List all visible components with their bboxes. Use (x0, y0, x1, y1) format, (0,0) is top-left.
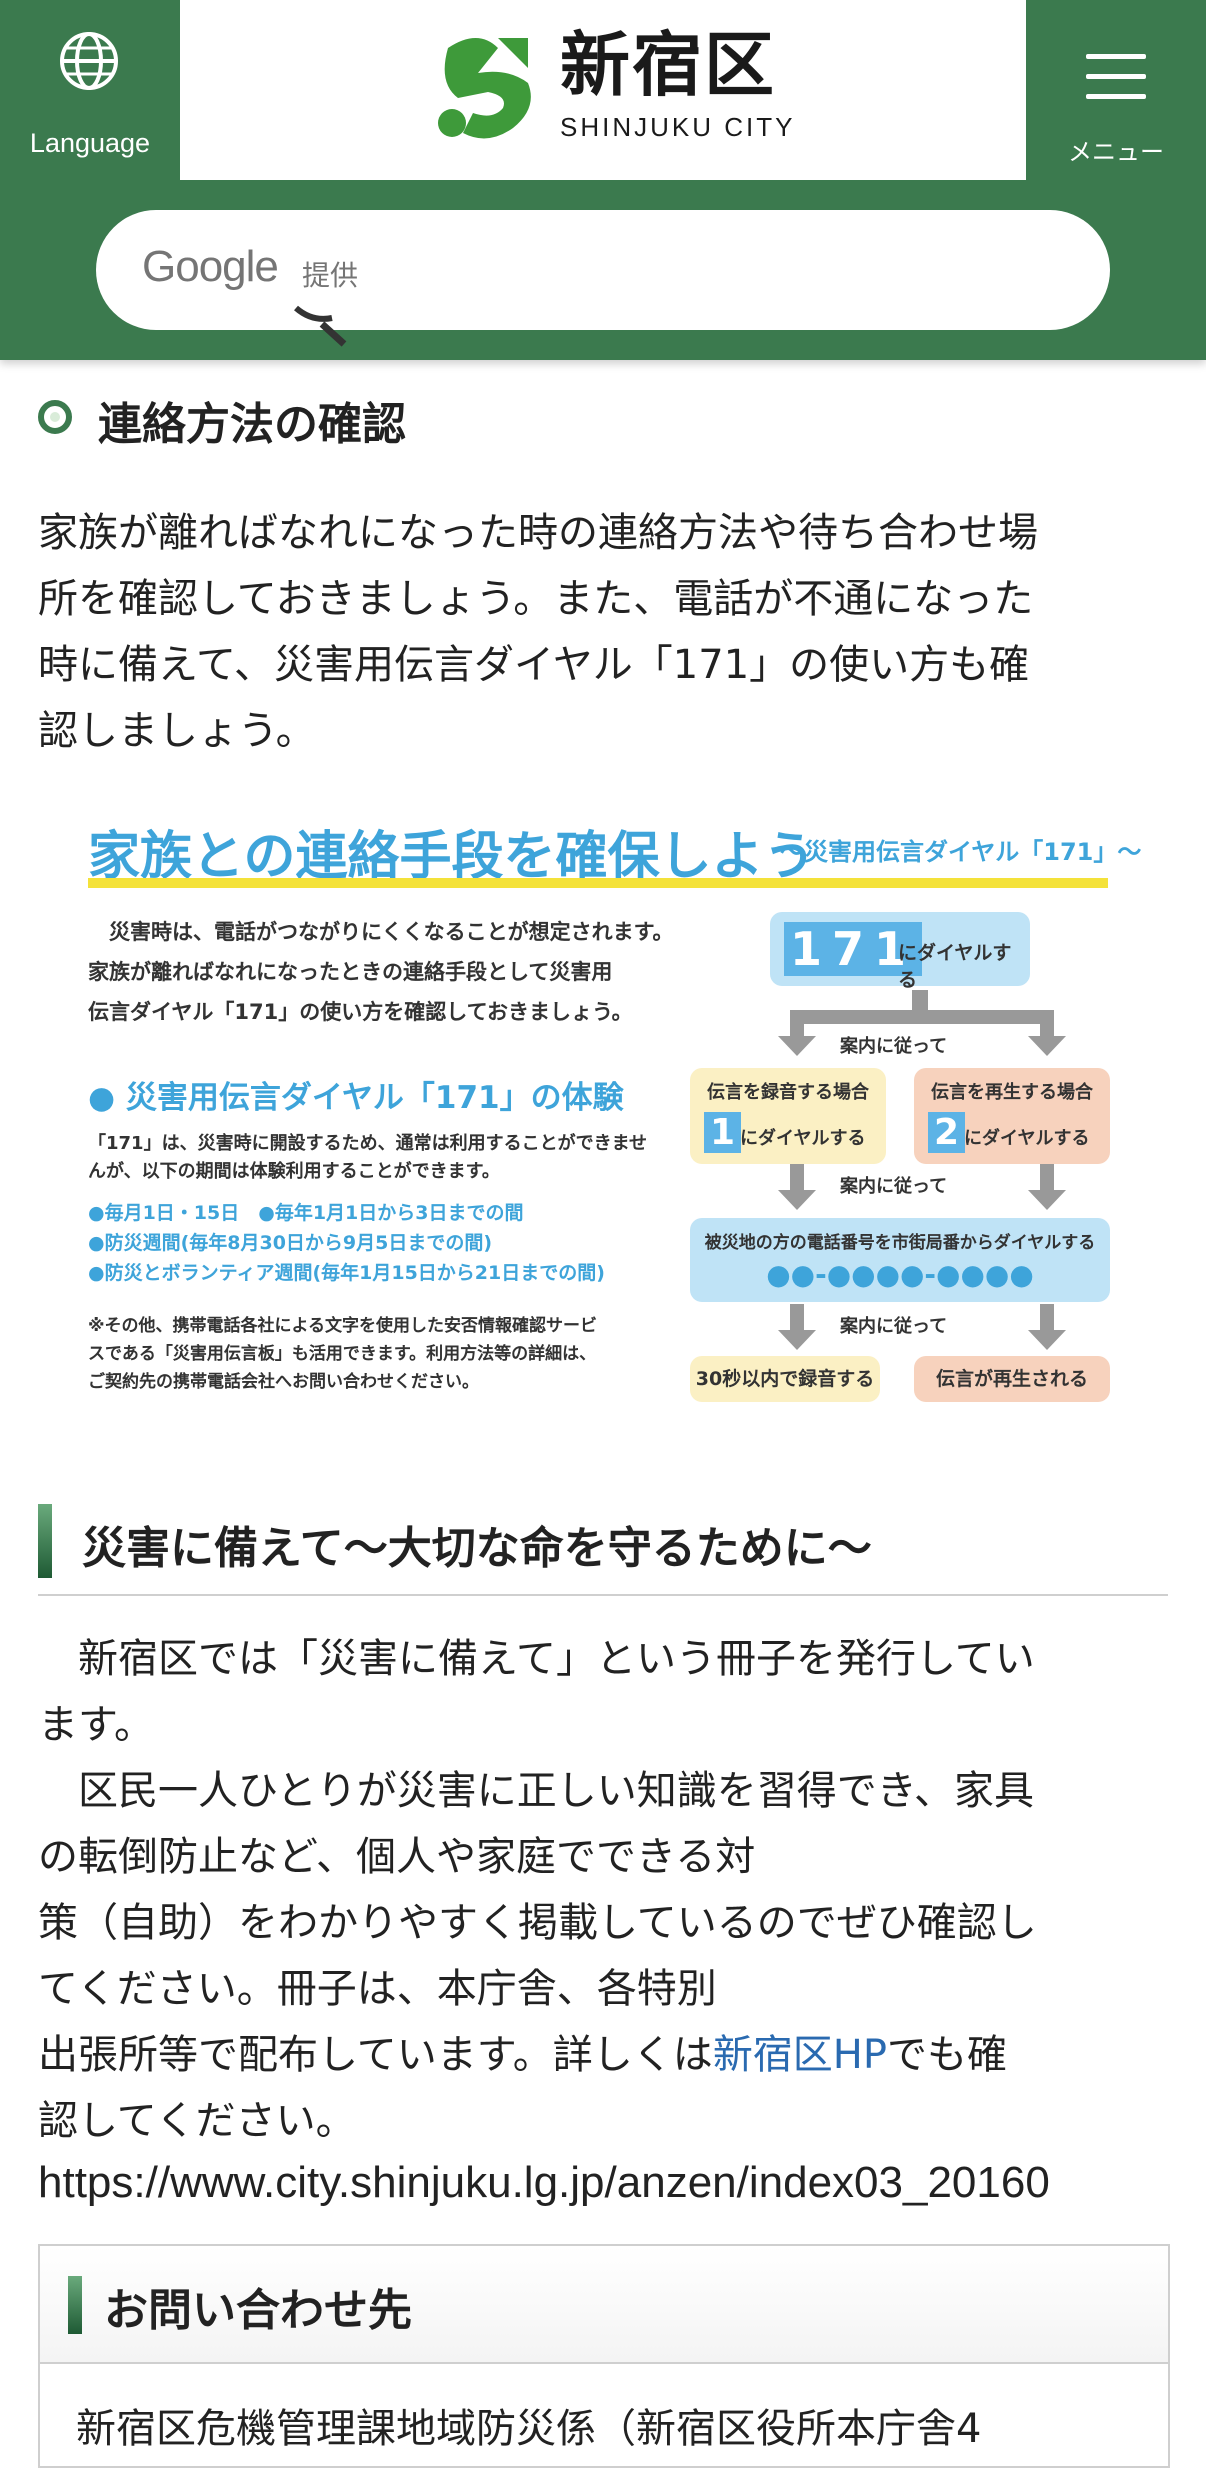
text-line: ●●-●●●●-●●●● (766, 1258, 1034, 1291)
text-span: でも確 (887, 2032, 1008, 2078)
text-line: にダイヤルする (740, 1128, 866, 1149)
text-line: 家族が離ればなれになった時の連絡方法や待ち合わせ場 (38, 510, 1038, 556)
text-line: 区民一人ひとりが災害に正しい知識を習得でき、家具 (38, 1768, 1034, 1814)
contact-box: お問い合わせ先 新宿区危機管理課地域防災係（新宿区役所本庁舎4 (38, 2244, 1170, 2468)
text-line: んが、以下の期間は体験利用することができます。 (88, 1161, 500, 1182)
flow-guide-1: 案内に従って (840, 1036, 948, 1057)
globe-icon (60, 32, 118, 90)
text-line: てください。冊子は、本庁舎、各特別 (38, 1966, 717, 2012)
flow-record-box: 伝言を録音する場合 1 にダイヤルする (690, 1068, 886, 1164)
experience-text: 「171」は、災害時に開設するため、通常は利用することができませ んが、以下の期… (88, 1130, 728, 1186)
list-item: ●毎月1日・15日 ●毎年1月1日から3日までの間 (88, 1202, 524, 1224)
section2-paragraph: 新宿区では「災害に備えて」という冊子を発行してい ます。 区民一人ひとりが災害に… (38, 1626, 1168, 2154)
text-line: 認してください。 (38, 2098, 356, 2144)
language-button[interactable]: Language (0, 0, 180, 180)
dial-label: にダイヤルする (898, 942, 1012, 991)
text-line: 出張所等で配布しています。詳しくは新宿区HPでも確 (38, 2022, 1168, 2088)
text-line: にダイヤルする (964, 1128, 1090, 1149)
contact-title: お問い合わせ先 (104, 2285, 412, 2336)
google-wordmark: Google (142, 242, 279, 291)
flow-arrows-3-icon (778, 1304, 1066, 1350)
flow-play-box: 伝言を再生する場合 2 にダイヤルする (914, 1068, 1110, 1164)
dial-171-infographic: 家族との連絡手段を確保しよう ～災害用伝言ダイヤル「171」～ 災害時は、電話が… (80, 800, 1141, 1420)
search-icon (294, 305, 347, 347)
text-line: 被災地の方の電話番号を市街局番からダイヤルする (704, 1233, 1096, 1253)
flow-area-code-box: 被災地の方の電話番号を市街局番からダイヤルする ●●-●●●●-●●●● (690, 1218, 1110, 1302)
infographic-note: ※その他、携帯電話各社による文字を使用した安否情報確認サービ スである「災害用伝… (88, 1312, 728, 1396)
section1-paragraph: 家族が離ればなれになった時の連絡方法や待ち合わせ場 所を確認しておきましょう。ま… (38, 500, 1168, 764)
contact-header: お問い合わせ先 (40, 2246, 1168, 2364)
text-line: 認しましょう。 (38, 708, 316, 754)
flow-arrows-2-icon (778, 1164, 1066, 1210)
list-item: ●防災とボランティア週間(毎年1月15日から21日までの間) (88, 1262, 605, 1284)
section-heading-prepare: 災害に備えて〜大切な命を守るために〜 (82, 1523, 872, 1574)
record-digit: 1 (704, 1112, 742, 1153)
text-line: 伝言を録音する場合 (707, 1082, 869, 1103)
text-line: 伝言を再生する場合 (931, 1082, 1093, 1103)
flow-record-end-box: 30秒以内で録音する (690, 1356, 880, 1402)
language-label: Language (29, 128, 151, 158)
reference-url: https://www.city.shinjuku.lg.jp/anzen/in… (38, 2158, 1050, 2207)
text-line: 時に備えて、災害用伝言ダイヤル「171」の使い方も確 (38, 642, 1030, 688)
experience-heading: ● 災害用伝言ダイヤル「171」の体験 (88, 1080, 624, 1116)
hamburger-icon (1086, 54, 1146, 114)
section-heading-bar (38, 1504, 52, 1578)
menu-label: メニュー (1068, 138, 1164, 166)
text-span: 出張所等で配布しています。詳しくは (38, 2032, 713, 2078)
flow-split-arrow-icon (778, 990, 1066, 1056)
infographic-title: 家族との連絡手段を確保しよう (88, 827, 816, 887)
text-line: 所を確認しておきましょう。また、電話が不通になった (38, 576, 1034, 622)
flow-guide-3: 案内に従って (840, 1316, 948, 1337)
section-divider (38, 1594, 1168, 1596)
flow-guide-2: 案内に従って (840, 1176, 948, 1197)
search-input[interactable]: Google 提供 (96, 210, 1110, 347)
flow-play-end-box: 伝言が再生される (914, 1356, 1110, 1402)
infographic-intro: 災害時は、電話がつながりにくくなることが想定されます。 家族が離ればなれになった… (88, 912, 688, 1032)
logo-english: SHINJUKU CITY (560, 112, 796, 142)
text-line: 伝言ダイヤル「171」の使い方を確認しておきましょう。 (88, 1000, 633, 1024)
site-logo[interactable]: 新宿区 SHINJUKU CITY (180, 0, 1026, 180)
text-line: の転倒防止など、個人や家庭でできる対 (38, 1834, 756, 1880)
text-line: ます。 (38, 1702, 154, 1748)
contact-body: 新宿区危機管理課地域防災係（新宿区役所本庁舎4 (76, 2406, 982, 2452)
heading-bullet-icon (38, 400, 72, 434)
text-line: 「171」は、災害時に開設するため、通常は利用することができませ (88, 1133, 648, 1154)
play-digit: 2 (928, 1112, 966, 1153)
infographic-underline (88, 878, 1108, 888)
text-line: 新宿区では「災害に備えて」という冊子を発行してい (38, 1636, 1035, 1682)
text-line: ご契約先の携帯電話会社へお問い合わせください。 (88, 1372, 479, 1392)
text-line: 策（自助）をわかりやすく掲載しているのでぜひ確認し (38, 1900, 1037, 1946)
shinjuku-hp-link[interactable]: 新宿区HP (712, 2032, 888, 2078)
logo-japanese: 新宿区 (560, 24, 776, 106)
site-header: Language 新宿区 SHINJUKU CITY メニュー Google 提… (0, 0, 1206, 360)
shinjuku-emblem-icon (438, 38, 531, 139)
menu-button[interactable]: メニュー (1026, 0, 1206, 180)
list-item: ●防災週間(毎年8月30日から9月5日までの間) (88, 1232, 493, 1254)
flow-dial-box: 171 にダイヤルする (770, 912, 1030, 991)
text-line: 家族が離ればなれになったときの連絡手段として災害用 (88, 960, 613, 984)
section-heading-contact-method: 連絡方法の確認 (98, 399, 406, 450)
infographic-subtitle: ～災害用伝言ダイヤル「171」～ (780, 838, 1142, 866)
text-line: 災害時は、電話がつながりにくくなることが想定されます。 (88, 920, 674, 944)
text-line: ※その他、携帯電話各社による文字を使用した安否情報確認サービ (88, 1316, 598, 1336)
experience-periods: ●毎月1日・15日 ●毎年1月1日から3日までの間 ●防災週間(毎年8月30日か… (88, 1198, 605, 1288)
search-provided-label: 提供 (302, 259, 359, 292)
contact-heading-bar (68, 2276, 82, 2334)
dial-digits: 171 (784, 922, 923, 976)
text-line: スである「災害用伝言板」も活用できます。利用方法等の詳細は、 (88, 1344, 597, 1364)
